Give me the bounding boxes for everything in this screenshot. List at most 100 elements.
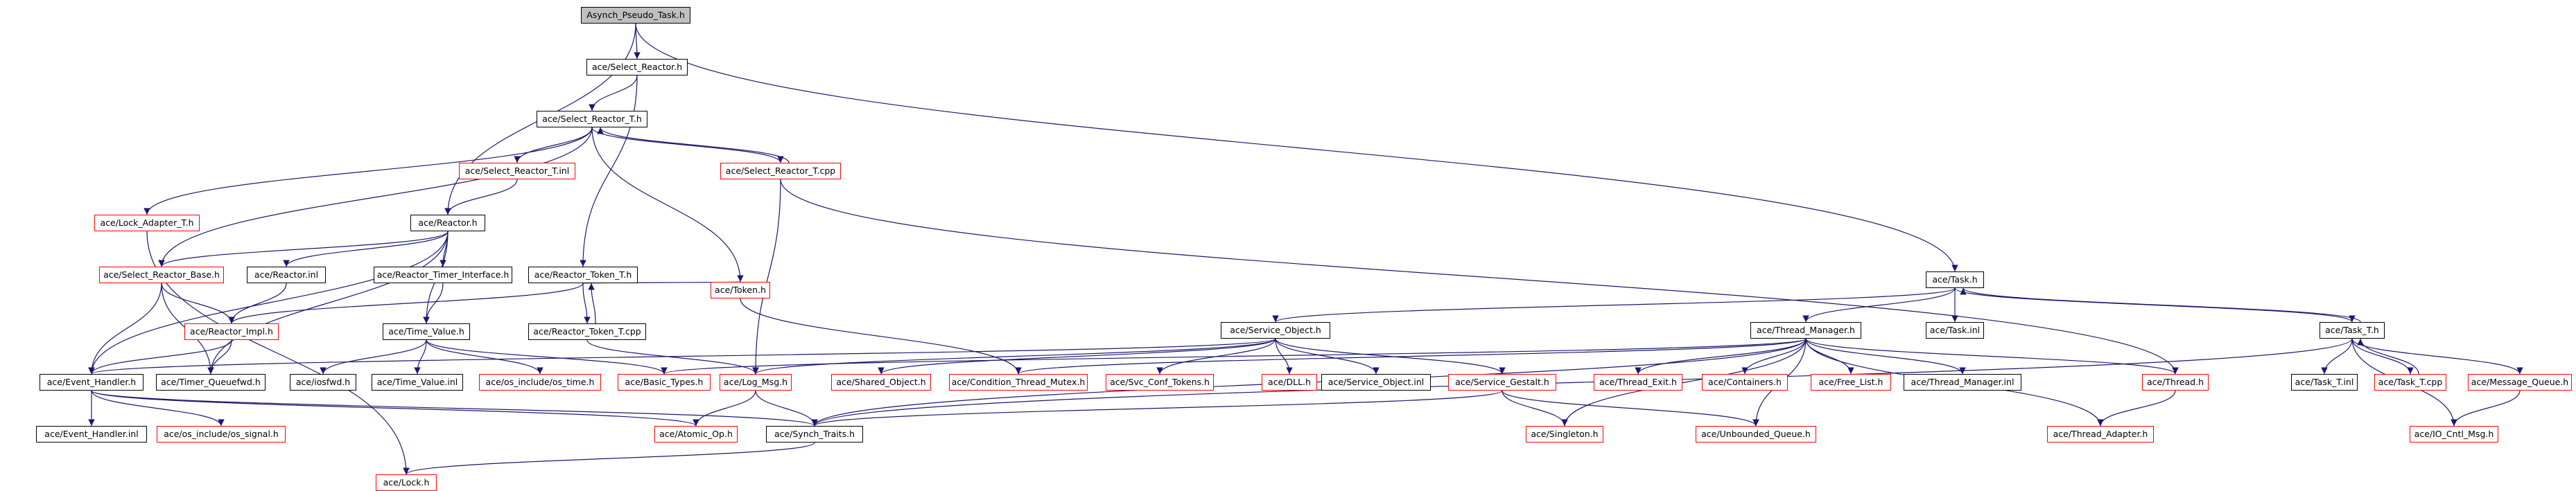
edge-select_reactor_h-to-reactor_token_t_h [580,75,638,267]
edge-thread_manager_h-to-thread_exit_h [1635,338,1807,375]
edge-service_object_h-to-dll_h [1275,338,1293,375]
edge-task_h-to-service_object_h [1272,287,1956,323]
edge-thread_manager_h-to-thread_manager_inl [1805,338,1966,375]
node-condition-thread-mutex-h[interactable]: ace/Condition_Thread_Mutex.h [949,374,1088,391]
edge-time_value_h-to-time_value_inl [414,339,427,375]
edge-task_t_cpp-to-task_t_h [2357,338,2419,375]
node-unbounded-queue-h[interactable]: ace/Unbounded_Queue.h [1696,426,1816,443]
edge-select_reactor_t_inl-to-reactor_h [444,179,518,215]
node-thread-manager-h[interactable]: ace/Thread_Manager.h [1750,322,1861,339]
node-io-cntl-msg-h[interactable]: ace/IO_Cntl_Msg.h [2410,426,2498,443]
edge-thread_manager_h-to-basic_types_h [661,338,1807,375]
edge-select_reactor_t_h-to-select_reactor_t_cpp [591,127,784,163]
node-iosfwd-h[interactable]: ace/iosfwd.h [290,374,356,391]
node-select-reactor-base-h[interactable]: ace/Select_Reactor_Base.h [99,267,224,283]
node-reactor-impl-h[interactable]: ace/Reactor_Impl.h [184,323,279,340]
edge-select_reactor_h-to-select_reactor_t_h [589,75,638,111]
node-time-value-inl[interactable]: ace/Time_Value.inl [372,374,463,391]
node-log-msg-h[interactable]: ace/Log_Msg.h [720,374,792,391]
node-singleton-h[interactable]: ace/Singleton.h [1526,426,1603,443]
edge-reactor_h-to-reactor_inl [283,231,449,267]
node-basic-types-h[interactable]: ace/Basic_Types.h [618,374,711,391]
node-task-t-cpp[interactable]: ace/Task_T.cpp [2374,374,2446,391]
node-service-gestalt-h[interactable]: ace/Service_Gestalt.h [1448,374,1556,391]
edge-task_t_h-to-task_t_cpp [2351,338,2414,375]
node-task-t-inl[interactable]: ace/Task_T.inl [2291,374,2358,391]
node-service-object-h[interactable]: ace/Service_Object.h [1221,322,1330,339]
node-asynch-pseudo-task-h[interactable]: Asynch_Pseudo_Task.h [581,7,690,24]
edge-event_handler_h-to-atomic_op_h [91,390,699,427]
node-task-h[interactable]: ace/Task.h [1926,271,1984,288]
node-reactor-h[interactable]: ace/Reactor.h [410,215,485,231]
edge-select_reactor_t_cpp-to-log_msg_h [752,179,781,375]
edge-thread_manager_h-to-containers_h [1741,338,1807,375]
edge-time_value_h-to-os_include_os_time [426,339,543,375]
node-time-value-h[interactable]: ace/Time_Value.h [383,323,470,340]
node-reactor-token-t-h[interactable]: ace/Reactor_Token_T.h [528,267,638,283]
edge-thread_manager_h-to-condition_thread_mutex_h [1015,338,1807,375]
node-reactor-inl[interactable]: ace/Reactor.inl [247,267,326,283]
edge-thread_manager_h-to-free_list_h [1805,338,1854,375]
node-event-handler-inl[interactable]: ace/Event_Handler.inl [36,426,147,443]
node-token-h[interactable]: ace/Token.h [711,282,770,298]
edge-event_handler_h-to-os_include_os_signal [91,390,225,427]
node-reactor-token-t-cpp[interactable]: ace/Reactor_Token_T.cpp [528,323,646,340]
edge-select_reactor_t_h-to-select_reactor_t_inl [514,127,593,163]
edge-select_reactor_t_h-to-token_h [591,127,744,283]
edge-reactor_impl_h-to-timer_queuefwd_h [207,339,232,375]
edge-reactor_timer_interface-to-time_value_h [423,283,444,324]
edge-time_value_h-to-basic_types_h [426,339,668,375]
edge-thread_manager_h-to-singleton_h [1561,338,1807,427]
edge-reactor_impl_h-to-event_handler_h [88,339,232,375]
edge-task_t_h-to-task_h [1960,287,2361,323]
node-select-reactor-t-inl[interactable]: ace/Select_Reactor_T.inl [459,163,575,179]
edge-select_reactor_t_cpp-to-select_reactor_t_h [597,127,790,163]
node-containers-h[interactable]: ace/Containers.h [1702,374,1788,391]
node-select-reactor-h[interactable]: ace/Select_Reactor.h [586,59,688,75]
edge-thread_manager_h-to-thread_h [1805,338,2179,375]
edge-task_h-to-thread_manager_h [1802,287,1956,323]
node-select-reactor-t-cpp[interactable]: ace/Select_Reactor_T.cpp [720,163,841,179]
node-task-t-h[interactable]: ace/Task_T.h [2320,322,2385,339]
edge-select_reactor_t_h-to-lock_adapter_t_h [143,127,593,215]
node-reactor-timer-interface-h[interactable]: ace/Reactor_Timer_Interface.h [374,267,512,283]
node-lock-adapter-t-h[interactable]: ace/Lock_Adapter_T.h [94,215,200,231]
edge-reactor_token_t_cpp-to-log_msg_h [586,339,759,375]
node-svc-conf-tokens-h[interactable]: ace/Svc_Conf_Tokens.h [1106,374,1214,391]
edge-reactor_inl-to-reactor_impl_h [228,283,287,324]
edge-thread_h-to-thread_adapter_h [2097,390,2176,427]
node-task-inl[interactable]: ace/Task.inl [1926,322,1984,339]
edge-reactor_h-to-select_reactor_base [158,231,449,267]
edge-service_object_h-to-service_object_inl [1275,338,1380,375]
edge-root-to-task_h [635,23,1958,272]
node-lock-h[interactable]: ace/Lock.h [376,474,437,491]
edge-reactor_token_t_h-to-reactor_impl_h [228,283,584,324]
edge-service_object_h-to-service_gestalt_h [1275,338,1506,375]
node-os-include-os-time-h[interactable]: ace/os_include/os_time.h [479,374,601,391]
edge-log_msg_h-to-atomic_op_h [693,390,756,427]
node-synch-traits-h[interactable]: ace/Synch_Traits.h [766,426,863,443]
edge-reactor_token_t_cpp-to-reactor_token_t_h [588,283,596,324]
edge-reactor_h-to-timer_queuefwd_h [207,231,449,375]
node-message-queue-h[interactable]: ace/Message_Queue.h [2468,374,2572,391]
node-service-object-inl[interactable]: ace/Service_Object.inl [1321,374,1431,391]
node-shared-object-h[interactable]: ace/Shared_Object.h [831,374,931,391]
node-thread-adapter-h[interactable]: ace/Thread_Adapter.h [2047,426,2154,443]
node-select-reactor-t-h[interactable]: ace/Select_Reactor_T.h [537,111,647,127]
node-atomic-op-h[interactable]: ace/Atomic_Op.h [654,426,738,443]
node-thread-manager-inl[interactable]: ace/Thread_Manager.inl [1904,374,2021,391]
edge-service_gestalt_h-to-unbounded_queue_h [1502,390,1759,427]
node-timer-queuefwd-h[interactable]: ace/Timer_Queuefwd.h [156,374,266,391]
node-thread-exit-h[interactable]: ace/Thread_Exit.h [1594,374,1682,391]
edge-service_gestalt_h-to-synch_traits_h [811,390,1503,427]
node-dll-h[interactable]: ace/DLL.h [1262,374,1317,391]
node-thread-h[interactable]: ace/Thread.h [2142,374,2209,391]
node-free-list-h[interactable]: ace/Free_List.h [1811,374,1891,391]
edge-event_handler_h-to-synch_traits_h [91,390,818,427]
node-event-handler-h[interactable]: ace/Event_Handler.h [40,374,143,391]
edge-service_object_h-to-shared_object_h [878,338,1276,375]
node-os-include-os-signal-h[interactable]: ace/os_include/os_signal.h [157,426,286,443]
edge-service_object_h-to-log_msg_h [752,338,1276,375]
